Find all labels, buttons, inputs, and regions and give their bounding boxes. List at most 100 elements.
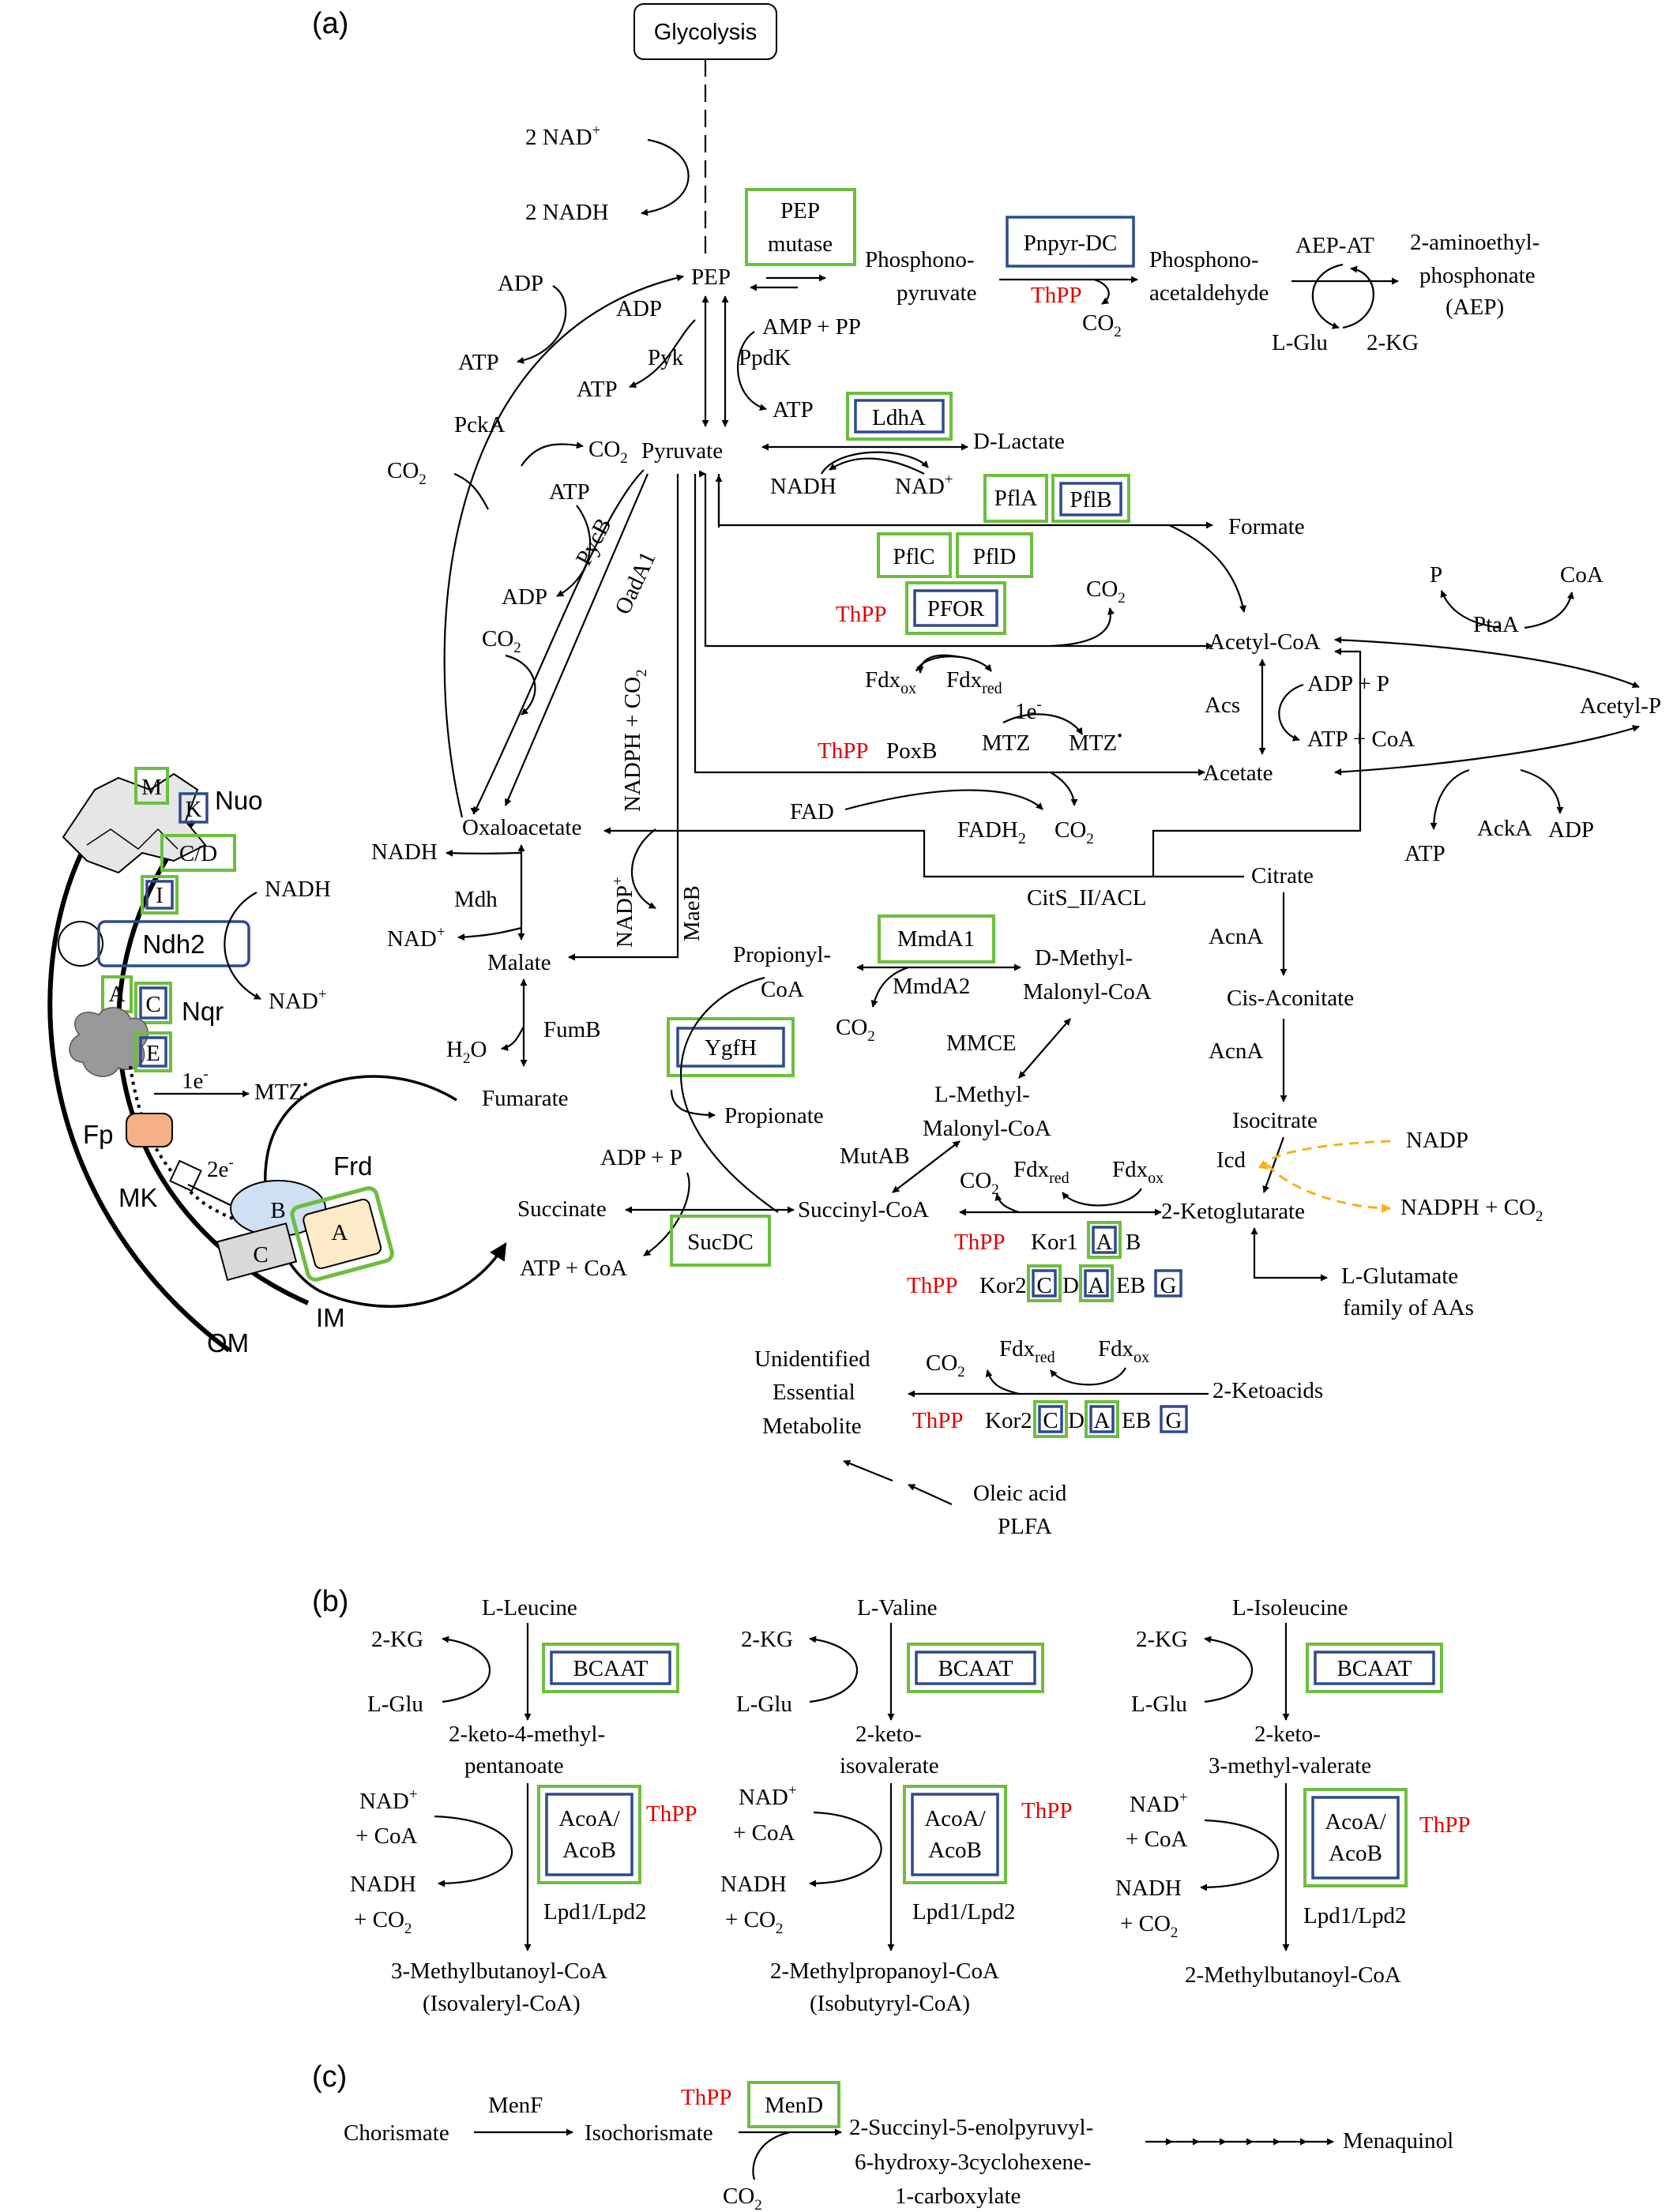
dmm-label-2: Malonyl-CoA [1023,979,1152,1005]
ndh2-circle [58,921,103,967]
co2-kor2b: CO2 [926,1350,965,1380]
acs-adp-p: ADP + P [1307,671,1389,697]
aep-2kg: 2-KG [1367,330,1419,355]
isoleucine-bcaat-inner [1314,1651,1435,1685]
aep-label-3: (AEP) [1446,295,1504,320]
ppdk-atp-arrow [737,331,767,411]
panel-b-isoleucine: L-Isoleucine 2-KG L-Glu BCAAT 2-keto- 3-… [1115,1595,1470,1988]
fad-label: FAD [790,799,834,824]
pyruvate-label: Pyruvate [641,438,723,464]
nqr-e-inner [139,1036,167,1068]
pfla-box [983,474,1048,523]
kor2b-g-label: G [1166,1408,1182,1433]
kor2b-d-label: D [1068,1408,1085,1433]
fadh2-label: FADH2 [957,817,1026,847]
valine-kg-glu-arrow [809,1636,858,1703]
mmda1-box [878,914,995,963]
acetylcoa-label: Acetyl-CoA [1209,629,1321,655]
nuo-m-label: M [141,775,162,800]
mk-box [169,1159,202,1192]
isoleucine-thpp: ThPP [1419,1812,1470,1838]
pfor-outer-box [905,581,1006,635]
leucine-keto-2: pentanoate [464,1753,564,1778]
ppdk-label: PpdK [739,345,791,370]
leucine-nadh: NADH [350,1872,416,1897]
acetylcoa-acetylp-arrow [1334,636,1640,689]
thpp-kor1: ThPP [954,1230,1005,1255]
nuo-complex [62,772,207,874]
mdh-nad-arrow [457,926,522,941]
om-label: OM [207,1328,249,1358]
adp-pyk: ADP [616,296,662,321]
valine-keto-1: 2-keto- [855,1722,922,1747]
pyruvate-acetate-arrow [694,474,1205,776]
chorismate-label: Chorismate [344,2120,449,2146]
nuo-k-box [179,792,209,824]
isoleucine-kg-glu-arrow [1204,1636,1253,1703]
nuo-cd-label: C/D [179,841,217,866]
aep-lglu: L-Glu [1272,330,1328,355]
valine-nadh: NADH [720,1872,787,1897]
mmda-co2-arrow [870,966,909,1008]
kor2-g-label: G [1160,1273,1177,1298]
fp-label: Fp [83,1120,114,1149]
maeb-cofactor-arrow [631,828,656,909]
co2-mend: CO2 [723,2184,762,2212]
succinate-label: Succinate [517,1196,607,1222]
phosphonopyruvate-label-1: Phosphono- [865,247,975,272]
fumb-h2o-arrow [501,1026,524,1051]
nadh-ldha: NADH [770,474,836,499]
kor2b-a-inner [1089,1405,1115,1433]
leucine-2kg: 2-KG [371,1627,423,1652]
icd-label: Icd [1216,1147,1246,1173]
isoleucine-bcaat-label: BCAAT [1337,1656,1412,1681]
kor2-g-box [1154,1269,1182,1298]
acs-label: Acs [1205,693,1240,718]
isoleucine-bcaat-outer [1306,1643,1443,1693]
citrate-to-oaa-arrow [603,827,1244,878]
valine-keto-2: isovalerate [840,1753,939,1778]
ptaa-p-arrow [1440,590,1502,629]
co2-pnpyr: CO2 [1082,310,1122,340]
citrate-to-acetylcoa-arrow [1152,648,1362,877]
mend-label: MenD [765,2093,823,2118]
pyk-adp-atp-arrow [629,319,696,389]
pycb-pyruvate-oaa-arrow [473,469,645,814]
ldha-label: LdhA [872,405,926,430]
isoleucine-prod-1: 2-Methylbutanoyl-CoA [1185,1962,1401,1988]
ldha-outer-box [846,392,953,441]
uem-label-1: Unidentified [754,1346,870,1372]
leucine-bcaat-outer [542,1643,679,1693]
atp-pcka: ATP [458,350,499,375]
propionate-label: Propionate [724,1103,824,1129]
atp-pycb: ATP [549,479,590,505]
malate-label: Malate [487,950,551,975]
valine-aco-inner [911,1793,999,1876]
leucine-kg-glu-arrow [442,1636,491,1703]
valine-lglu: L-Glu [736,1692,792,1717]
co2-pycb: CO2 [482,626,521,656]
valine-prod-1: 2-Methylpropanoyl-CoA [770,1959,999,1984]
leucine-thpp: ThPP [646,1801,697,1827]
co2-mmda: CO2 [836,1015,875,1045]
aep-label-1: 2-aminoethyl- [1410,230,1540,255]
maeb-label: MaeB [679,885,705,941]
ndh2-box [97,920,250,967]
co2-pcka: CO2 [387,458,427,488]
poxb-co2-arrow [1050,772,1078,806]
citrate-label: Citrate [1251,863,1314,888]
nqr-e-label: E [146,1041,160,1066]
isochorismate-label: Isochorismate [585,2120,713,2146]
membrane-mtz: MTZ• [254,1077,308,1105]
valine-prod-2: (Isobutyryl-CoA) [810,1991,970,2016]
mend-co2-line [752,2131,791,2180]
leucine-nad: NAD+ [359,1786,418,1814]
two-nadh-label: 2 NADH [525,200,609,225]
isoleucine-2kg: 2-KG [1136,1627,1188,1652]
pcka-label: PckA [454,412,506,438]
nuo-label: Nuo [215,786,263,815]
nuo-i-outer [141,875,179,914]
2kg-label: 2-Ketoglutarate [1161,1199,1305,1224]
acetylp-label: Acetyl-P [1580,693,1661,719]
pfld-box [956,532,1033,578]
